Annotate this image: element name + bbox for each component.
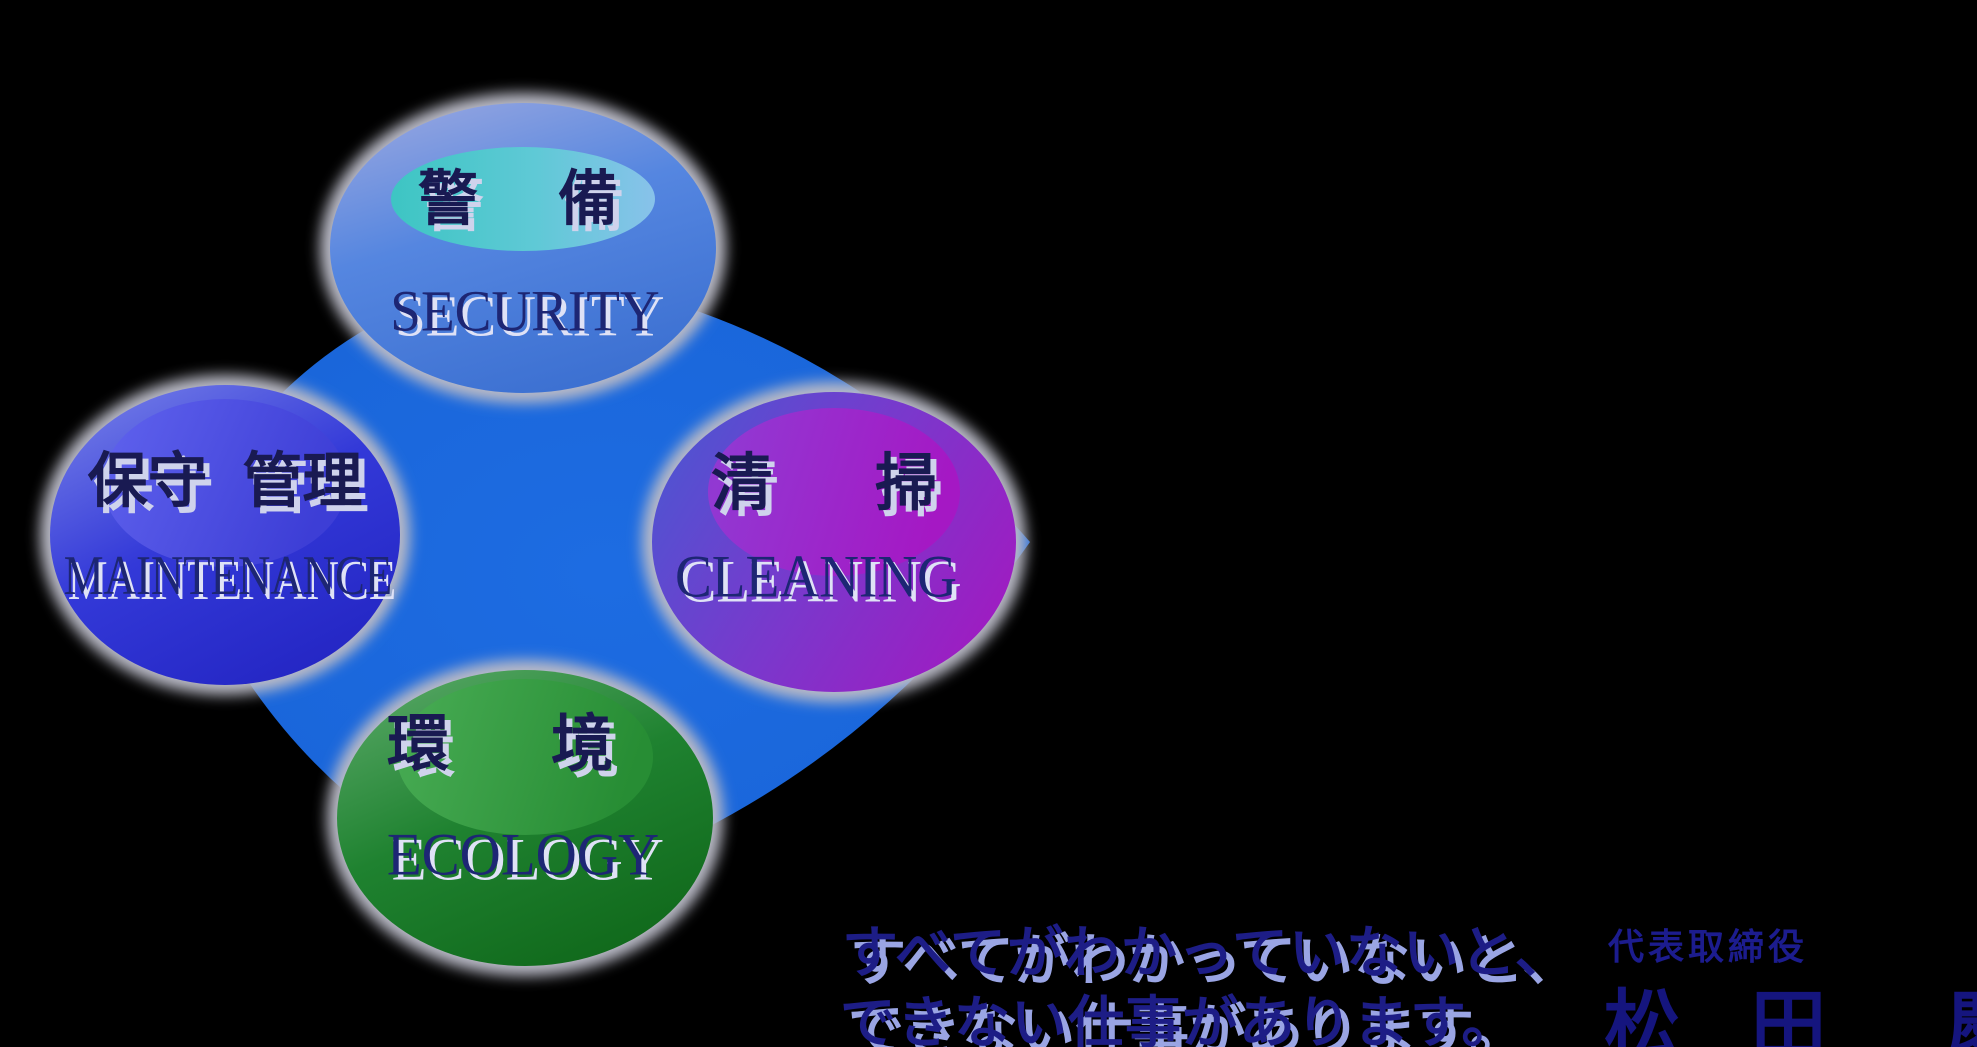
message-line-2: できない仕事があります。 [840, 990, 1519, 1047]
cleaning-label-jp: 清 掃 [710, 449, 958, 518]
signature-title: 代表取締役 [1608, 926, 1809, 968]
ecology-label-jp: 環 境 [386, 710, 634, 779]
security-ellipse [320, 93, 726, 403]
maintenance-label-jp: 保守 管理 [87, 447, 363, 515]
signature-name: 松 田 慶 太 [1604, 981, 1977, 1047]
message-line-1: すべてがわかっていないと、 [842, 920, 1572, 986]
maintenance-label-en: MAINTENANCE [63, 545, 393, 607]
cleaning-ellipse [642, 382, 1026, 702]
cleaning-label-en: CLEANING [674, 543, 958, 610]
maintenance-ellipse [40, 375, 410, 695]
ecology-label-en: ECOLOGY [386, 821, 660, 888]
security-label-en: SECURITY [390, 278, 660, 344]
security-label-jp: 警 備 [418, 165, 628, 233]
ecology-ellipse [327, 660, 723, 976]
